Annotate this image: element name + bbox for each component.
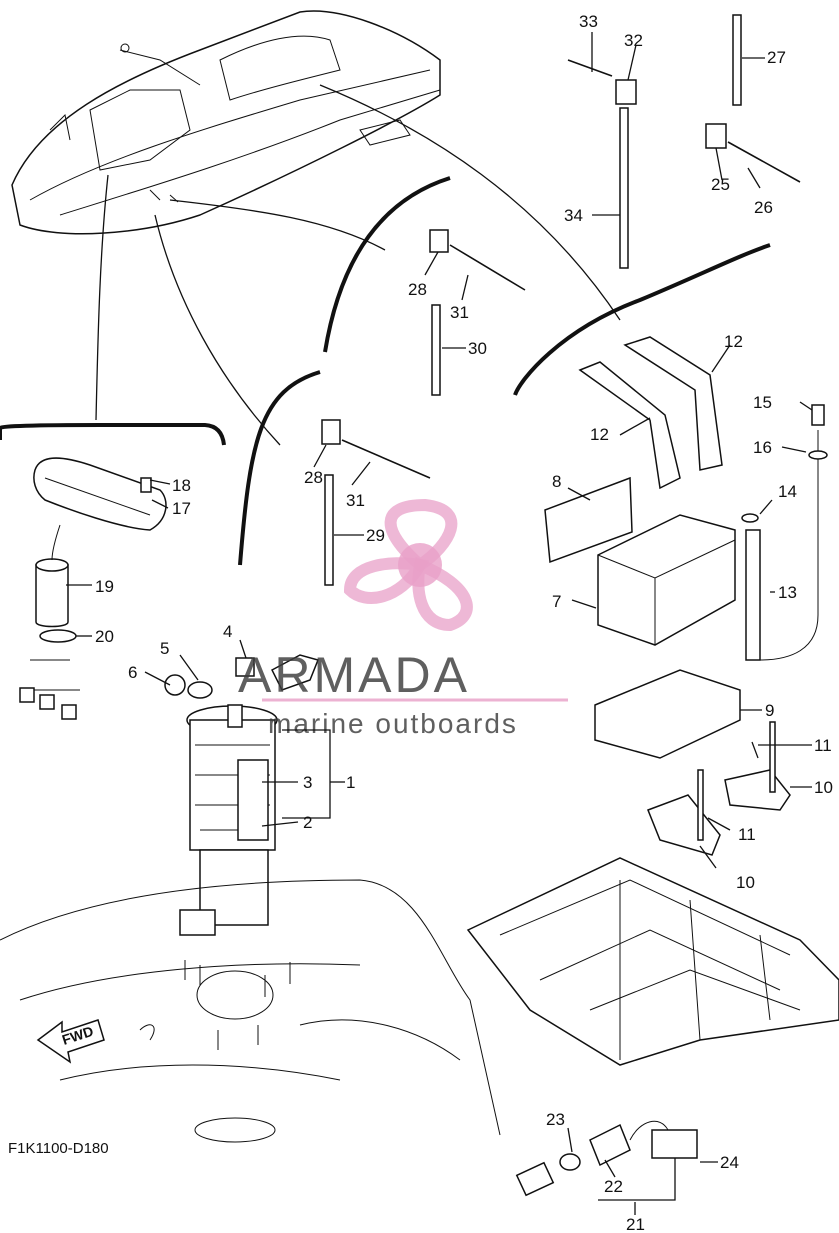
- watermark-brand: ARMADA: [238, 647, 470, 703]
- sensor-assembly: [515, 1120, 698, 1197]
- callout-34: 34: [564, 206, 583, 225]
- callout-29: 29: [366, 526, 385, 545]
- watercraft-illustration: [11, 10, 441, 235]
- callout-20: 20: [95, 627, 114, 646]
- callout-19: 19: [95, 577, 114, 596]
- fuel-pump-assembly: [164, 654, 320, 936]
- callout-8: 8: [552, 472, 561, 491]
- callout-21: 21: [626, 1215, 645, 1233]
- callout-24: 24: [720, 1153, 739, 1172]
- callout-7: 7: [552, 592, 561, 611]
- callout-22: 22: [604, 1177, 623, 1196]
- callout-28a: 28: [408, 280, 427, 299]
- callout-26: 26: [754, 198, 773, 217]
- callout-16: 16: [753, 438, 772, 457]
- callout-15: 15: [753, 393, 772, 412]
- callout-6: 6: [128, 663, 137, 682]
- hull-floor: [0, 879, 501, 1143]
- callout-32: 32: [624, 31, 643, 50]
- callout-11a: 11: [738, 825, 756, 844]
- battery-area: [544, 336, 828, 856]
- callout-10b: 10: [814, 778, 833, 797]
- callout-10a: 10: [736, 873, 755, 892]
- callout-31a: 31: [450, 303, 469, 322]
- callout-27: 27: [767, 48, 786, 67]
- callout-30: 30: [468, 339, 487, 358]
- callout-9: 9: [765, 701, 774, 720]
- callout-2: 2: [303, 813, 312, 832]
- callout-5: 5: [160, 639, 169, 658]
- leader-lines: [66, 32, 813, 1215]
- callout-12b: 12: [724, 332, 743, 351]
- callout-1: 1: [346, 773, 355, 792]
- watermark-tagline: marine outboards: [268, 708, 518, 739]
- callout-4: 4: [223, 622, 232, 641]
- watermark-logo: ARMADA marine outboards: [238, 498, 568, 739]
- fwd-arrow: FWD: [36, 1019, 105, 1064]
- callout-33: 33: [579, 12, 598, 31]
- deck-tray: [466, 857, 839, 1066]
- clips-and-ties: [321, 14, 801, 586]
- callout-18: 18: [172, 476, 191, 495]
- callout-3: 3: [303, 773, 312, 792]
- callout-11b: 11: [814, 736, 832, 755]
- callout-23: 23: [546, 1110, 565, 1129]
- callout-25: 25: [711, 175, 730, 194]
- callout-17: 17: [172, 499, 191, 518]
- callout-14: 14: [778, 482, 797, 501]
- diagram-code: F1K1100-D180: [8, 1140, 109, 1157]
- callout-28b: 28: [304, 468, 323, 487]
- callout-labels: 1 2 3 4 5 6 7 8 9 10 10 11 11 12 12 13 1…: [95, 12, 833, 1233]
- callout-12a: 12: [590, 425, 609, 444]
- callout-13: 13: [778, 583, 797, 602]
- callout-31b: 31: [346, 491, 365, 510]
- access-cover: [19, 457, 167, 720]
- connector-lines: [0, 84, 771, 566]
